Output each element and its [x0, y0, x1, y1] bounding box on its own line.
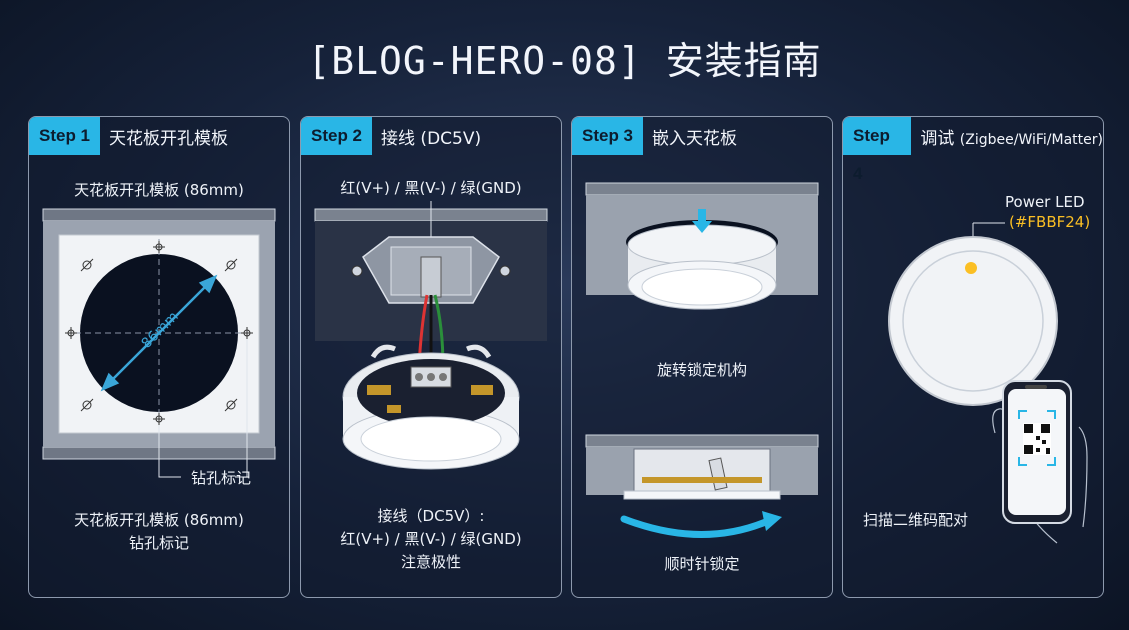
step-2-panel: Step 2 接线 (DC5V) 红(V+) / 黑(V-) / 绿(GND) — [300, 116, 562, 598]
phone — [1002, 380, 1072, 524]
step-2-title: 接线 (DC5V) — [381, 128, 482, 149]
insert-down-arrow — [692, 209, 712, 233]
junction-box — [351, 236, 511, 304]
locked-downlight — [623, 448, 781, 500]
installation-diagram — [585, 182, 819, 538]
scan-qr-caption: 扫描二维码配对 — [863, 511, 969, 529]
step-3-title: 嵌入天花板 — [652, 128, 738, 149]
step-2-tag: Step 2 — [301, 117, 373, 155]
commissioning-diagram — [888, 222, 1088, 544]
step-1-tag: Step 1 — [29, 117, 101, 155]
downlight-inserting — [627, 224, 777, 310]
ceiling-top-strip — [42, 208, 276, 222]
downlight-front — [888, 236, 1058, 406]
axis-marks — [65, 241, 253, 425]
step-4-header: Step 4 调试 (Zigbee/WiFi/Matter) — [843, 117, 1103, 183]
downlight-body — [342, 344, 520, 470]
step-3-tag: Step 3 — [572, 117, 644, 155]
step-1-panel: Step 1 天花板开孔模板 天花板开孔模板 (86mm) — [28, 116, 290, 598]
clockwise-arrow — [620, 511, 782, 538]
drill-mark-label: 钻孔标记 — [191, 469, 252, 487]
step-4-title-main: 调试 — [920, 128, 955, 149]
ceiling-template-diagram: 86mm — [42, 208, 276, 478]
step-4-title: 调试 (Zigbee/WiFi/Matter) — [920, 124, 1103, 149]
wiring-diagram — [314, 201, 548, 470]
dimension-arrow — [100, 274, 218, 392]
step-2-header: Step 2 接线 (DC5V) — [301, 117, 481, 155]
step-4-title-sub: (Zigbee/WiFi/Matter) — [959, 131, 1103, 148]
step-1-caption-1: 天花板开孔模板 (86mm) — [74, 511, 244, 529]
page-title: [BLOG-HERO-08] 安装指南 — [307, 39, 822, 83]
step-3-panel: Step 3 嵌入天花板 旋转锁定机构 顺时针 — [571, 116, 833, 598]
drill-marks — [80, 258, 238, 412]
qr-code — [1023, 423, 1051, 455]
scan-frame — [1018, 410, 1056, 466]
wire-color-label: 红(V+) / 黑(V-) / 绿(GND) — [340, 179, 522, 197]
lock-mechanism-caption: 旋转锁定机构 — [656, 361, 747, 379]
drill-leader-line — [235, 339, 248, 478]
step-4-tag: Step 4 — [843, 117, 912, 183]
power-led-dot — [965, 262, 977, 274]
template-label: 天花板开孔模板 (86mm) — [74, 181, 244, 199]
step-4-panel: Step 4 调试 (Zigbee/WiFi/Matter) Power LED… — [842, 116, 1104, 598]
power-led-color-label: (#FBBF24) — [1009, 213, 1091, 231]
drill-leader-line-2 — [158, 425, 181, 478]
step-2-caption-1: 接线（DC5V）: — [377, 507, 485, 525]
step-1-header: Step 1 天花板开孔模板 — [29, 117, 228, 155]
power-led-label: Power LED — [1005, 193, 1085, 211]
step-3-header: Step 3 嵌入天花板 — [572, 117, 737, 155]
step-2-caption-2: 红(V+) / 黑(V-) / 绿(GND) — [340, 530, 522, 548]
step-1-caption-2: 钻孔标记 — [128, 534, 189, 552]
step-2-caption-3: 注意极性 — [400, 553, 461, 571]
step-1-title: 天花板开孔模板 — [109, 128, 229, 149]
clockwise-lock-caption: 顺时针锁定 — [664, 555, 740, 573]
